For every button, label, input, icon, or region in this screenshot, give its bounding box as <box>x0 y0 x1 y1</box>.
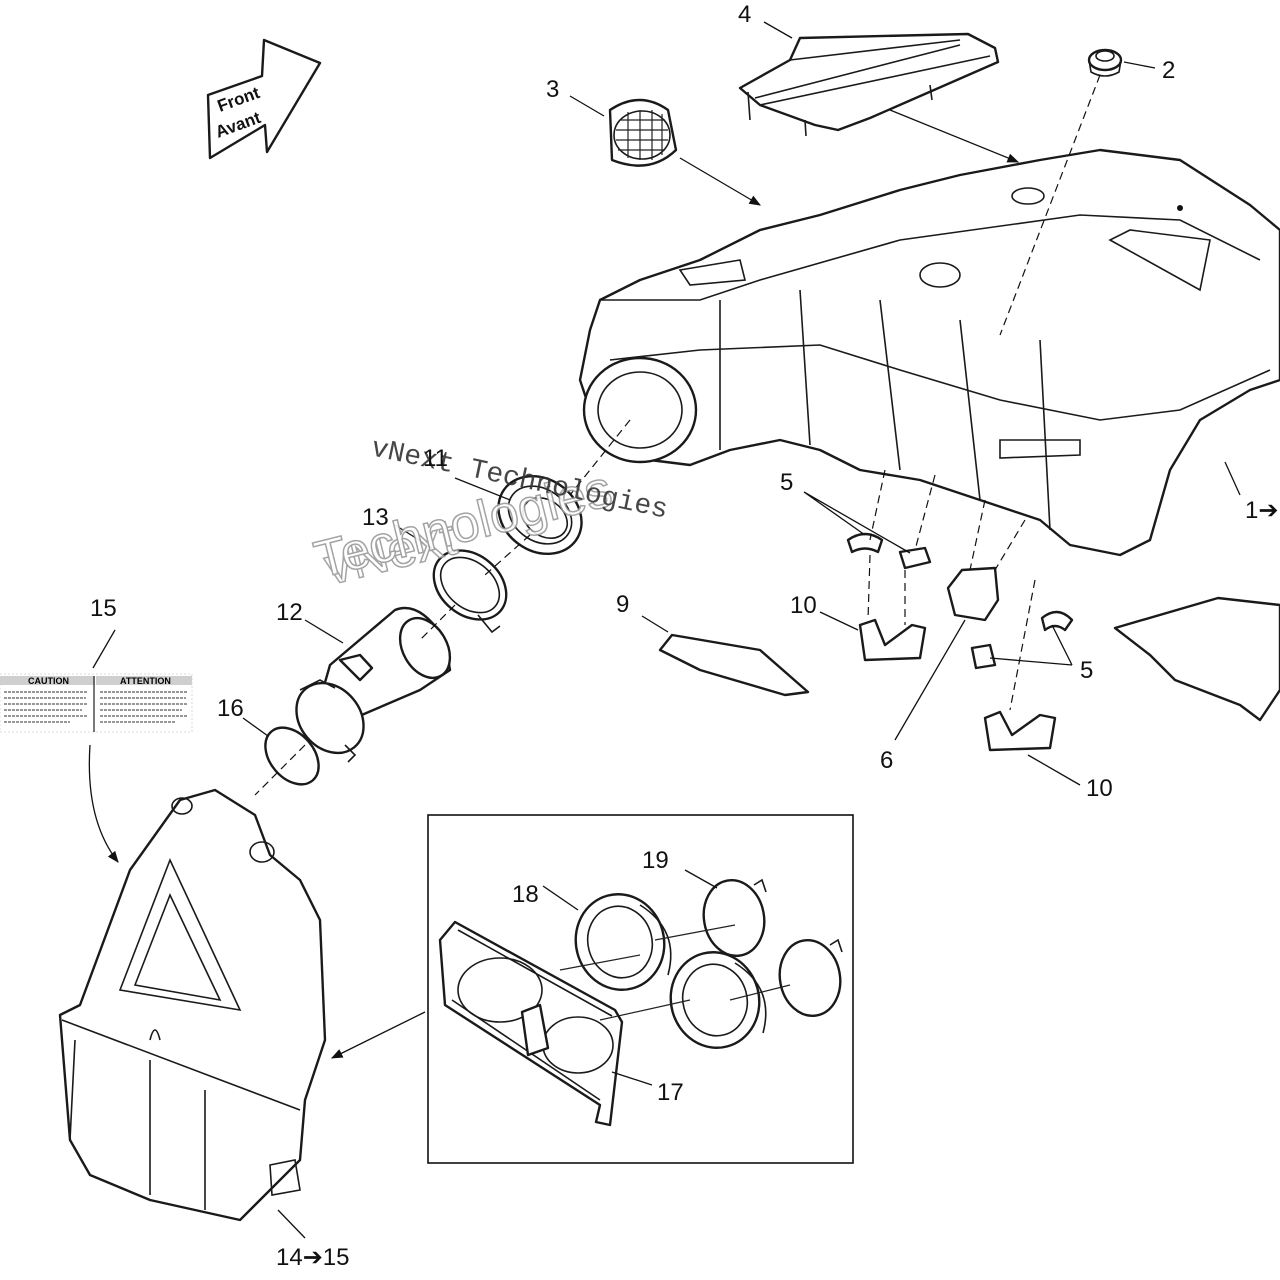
part-5-clip-b <box>898 546 932 570</box>
callout-10a: 10 <box>790 592 817 619</box>
part-10-bracket-a <box>858 618 927 662</box>
attention-heading: ATTENTION <box>120 676 171 686</box>
callouts: 4 2 3 11 13 12 15 16 9 10 10 5 5 6 1➔ 18… <box>90 1 1278 1271</box>
callout-12: 12 <box>276 599 303 626</box>
part-5-clip-a <box>846 532 884 554</box>
callout-13: 13 <box>362 504 389 531</box>
callout-17: 17 <box>657 1079 684 1106</box>
callout-14-15: 14➔15 <box>276 1244 350 1271</box>
part-16-o-ring <box>264 726 320 786</box>
part-5-clip-c <box>1040 610 1074 632</box>
callout-9: 9 <box>616 591 629 618</box>
part-9-foam <box>658 633 810 697</box>
part-2-grommet <box>1087 48 1123 77</box>
caution-heading: CAUTION <box>28 676 69 686</box>
part-10-bracket-b <box>983 710 1057 752</box>
part-13-ring <box>432 549 508 634</box>
callout-6: 6 <box>880 747 893 774</box>
part-1-air-silencer <box>578 148 1280 557</box>
front-direction-arrow: Front Avant <box>206 38 322 160</box>
part-6-pad <box>946 566 1000 622</box>
part-plate <box>1113 596 1280 722</box>
callout-16: 16 <box>217 695 244 722</box>
part-14-air-box <box>58 788 327 1222</box>
kit-box <box>427 814 854 1164</box>
callout-1: 1➔ <box>1245 497 1278 524</box>
callout-15: 15 <box>90 595 117 622</box>
callout-2: 2 <box>1162 57 1175 84</box>
callout-5a: 5 <box>780 469 793 496</box>
callout-11: 11 <box>423 445 448 472</box>
part-5-clip-d <box>970 643 997 670</box>
part-15-caution-label: CAUTION ATTENTION <box>0 673 193 733</box>
part-3-grille <box>608 98 678 167</box>
callout-3: 3 <box>546 76 559 103</box>
callout-19: 19 <box>642 847 669 874</box>
callout-5b: 5 <box>1080 657 1093 684</box>
part-12-tube <box>295 606 452 763</box>
callout-10b: 10 <box>1086 775 1113 802</box>
part-4-cover <box>738 32 1000 137</box>
callout-18: 18 <box>512 881 539 908</box>
small-parts <box>658 532 1280 752</box>
part-11-adaptor <box>497 474 583 556</box>
leader-lines <box>88 21 1241 1239</box>
callout-4: 4 <box>738 1 751 28</box>
